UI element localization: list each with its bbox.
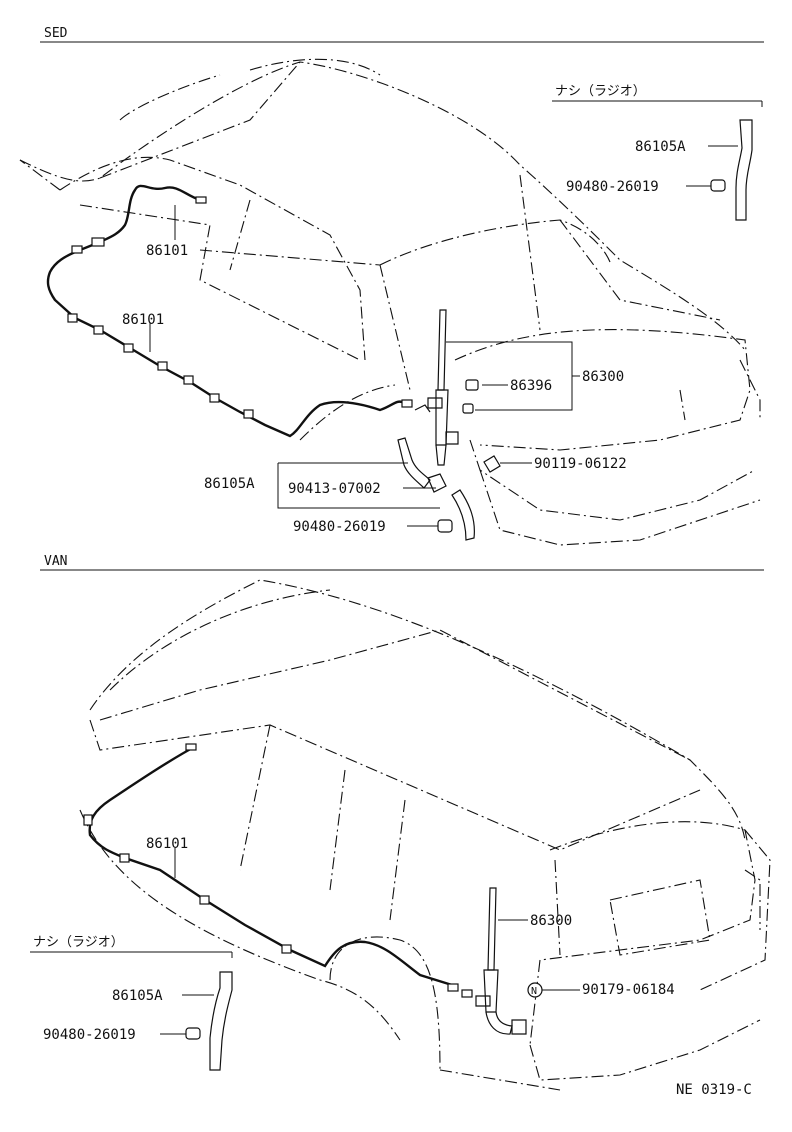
van-hose-86105a [209,971,233,1071]
sed-part-90119: 90119-06122 [534,456,627,472]
van-part-86105a: 86105A [112,988,163,1004]
sed-part-86101-lower: 86101 [122,312,164,328]
sed-hose-joint-90413 [427,473,447,493]
sed-cable-connector-top [195,196,207,204]
sed-antenna-mast [414,309,479,466]
sed-car-body [19,58,761,546]
sed-grommet-90480-mid [437,519,453,533]
section-label-van: VAN [44,554,67,569]
section-label-sed: SED [44,26,68,41]
sed-hose-86105a-top [735,119,753,221]
van-antenna-cable [83,743,473,998]
sed-no-radio-note: ナシ（ラジオ） [555,84,646,99]
sed-part-90480-top: 90480-26019 [566,179,659,195]
van-leaders [174,848,580,991]
sed-cable-connector-mid [91,237,105,247]
van-no-radio-note: ナシ（ラジオ） [33,935,124,950]
van-symbol-n: N [531,986,537,997]
sed-part-86105a-top: 86105A [635,139,686,155]
sed-part-86300: 86300 [582,369,624,385]
sed-no-radio-inset: ナシ（ラジオ） 86105A 90480-26019 [552,84,763,221]
van-section: VAN [30,554,771,1091]
van-part-86101: 86101 [146,836,188,852]
sed-part-86101-upper: 86101 [146,243,188,259]
van-no-radio-inset: ナシ（ラジオ） 86105A 90480-26019 [30,935,233,1071]
sed-leaders [149,205,580,527]
van-part-90179: 90179-06184 [582,982,675,998]
sed-antenna-cable [46,184,413,438]
sed-drain-hose [397,437,501,541]
sed-part-90480-mid: 90480-26019 [293,519,386,535]
diagram-code: NE 0319-C [676,1082,752,1098]
sed-grommet-86396-b [462,403,474,414]
sed-grommet-90480-top [710,179,726,192]
sed-part-86105a-mid: 86105A [204,476,255,492]
van-car-body [79,579,771,1091]
van-antenna-mast: N [475,887,543,1035]
van-part-90480: 90480-26019 [43,1027,136,1043]
sed-screw-90119 [483,455,501,473]
van-part-86300: 86300 [530,913,572,929]
sed-part-86396: 86396 [510,378,552,394]
sed-section: SED [19,26,764,546]
sed-grommet-86396-a [465,379,479,391]
van-grommet-90480 [185,1027,201,1040]
sed-part-90413: 90413-07002 [288,481,381,497]
